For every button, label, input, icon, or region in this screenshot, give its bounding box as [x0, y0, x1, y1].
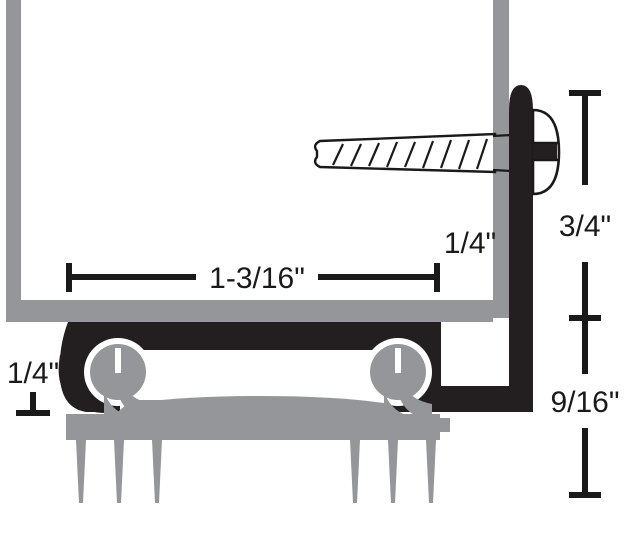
- dimension-gap: 1/4": [444, 227, 496, 260]
- fin-5: [388, 440, 398, 503]
- dimension-width: 1-3/16": [66, 262, 440, 295]
- lower-tick-bottom: [569, 492, 601, 498]
- gray-threshold-base: [66, 396, 440, 440]
- left-bulb-slot: [115, 348, 121, 373]
- fin-6: [426, 440, 436, 503]
- dimension-left-thickness: 1/4": [7, 357, 59, 416]
- mounting-screw: [313, 132, 513, 174]
- rail-corner-right: [475, 300, 493, 322]
- gap-label: 1/4": [444, 227, 496, 260]
- width-tick-left: [66, 263, 72, 292]
- upper-line-top: [582, 93, 588, 185]
- screw-shank-top-edge: [492, 133, 513, 138]
- screw-shank-behind-stile: [493, 135, 509, 171]
- width-line-right: [318, 274, 436, 280]
- dimension-lower-height: 9/16": [550, 318, 620, 498]
- bottom-rail-fill: [6, 300, 493, 322]
- left-tee-bar: [16, 410, 50, 416]
- width-tick-right: [434, 263, 440, 292]
- left-tee-stem: [30, 392, 36, 415]
- screw-shank-bottom-edge: [492, 168, 513, 173]
- rail-corner-left: [6, 300, 24, 322]
- screw-head-slot: [533, 143, 557, 160]
- threshold-anchor-fins: [76, 440, 436, 503]
- left-retainer-bulb: [84, 338, 170, 432]
- fin-2: [114, 440, 124, 503]
- fin-1: [76, 440, 86, 503]
- width-label: 1-3/16": [209, 262, 305, 295]
- right-bulb-slot: [395, 348, 401, 373]
- round-slotted-head: [531, 108, 561, 196]
- threshold-center-contour: [130, 396, 390, 440]
- upper-line-bottom: [582, 262, 588, 318]
- lower-height-label: 9/16": [550, 386, 619, 419]
- seal-main-mass: [59, 322, 442, 412]
- threshold-left-contour: [66, 412, 130, 440]
- lower-line-top: [582, 318, 588, 374]
- screw-threads: [332, 138, 489, 170]
- fin-3: [152, 440, 162, 503]
- left-stile: [6, 0, 21, 318]
- seal-vertical-band: [441, 85, 533, 412]
- upper-height-label: 3/4": [559, 210, 611, 243]
- right-bulb-foot: [398, 388, 432, 420]
- width-line-left: [70, 274, 196, 280]
- fin-4: [350, 440, 360, 503]
- dimension-upper-height: 3/4": [559, 90, 611, 321]
- lower-line-bottom: [582, 428, 588, 495]
- door-panel-gray: [6, 0, 509, 322]
- left-thickness-label: 1/4": [7, 357, 59, 390]
